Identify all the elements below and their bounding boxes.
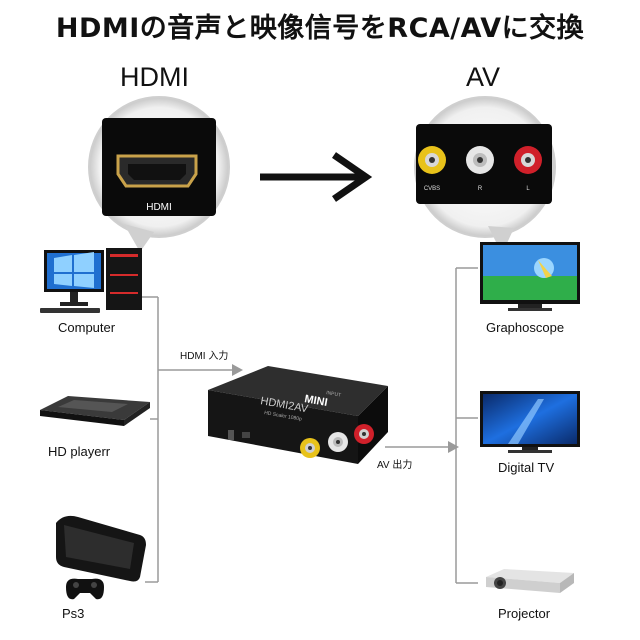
hdmi-header: HDMI [120, 62, 189, 92]
source-label-ps3: Ps3 [62, 606, 85, 621]
output-label: AV 出力 [377, 460, 413, 471]
device-port-text: INPUT [326, 390, 342, 399]
digital-tv-icon [480, 391, 580, 453]
source-label-computer: Computer [58, 320, 116, 335]
source-label-hd-player: HD playerr [48, 444, 111, 459]
rca-yellow-icon [418, 146, 446, 174]
output-label-graphoscope: Graphoscope [486, 320, 565, 335]
right-arrow-icon [260, 152, 373, 202]
hdmi-port-bubble: HDMI [88, 96, 230, 252]
hd-player-icon [40, 396, 150, 426]
rca-white-icon [466, 146, 494, 174]
rca-label-l: L [526, 186, 530, 192]
device-rca-white [328, 432, 348, 452]
hdmi-port-icon [116, 154, 198, 188]
computer-icon [40, 248, 142, 313]
rca-label-cvbs: CVBS [424, 186, 440, 192]
rca-red-icon [514, 146, 542, 174]
ps3-controller-icon [66, 578, 104, 600]
input-label: HDMI 入力 [180, 351, 229, 362]
projector-icon [486, 569, 574, 593]
page-title: HDMIの音声と映像信号をRCA/AVに交換 [55, 13, 585, 44]
av-port-bubble: CVBS R L [414, 96, 556, 254]
hdmi2av-converter: MINI HDMI2AV HD Scaler 1080p INPUT [208, 366, 388, 464]
hdmi-port-label: HDMI [146, 202, 172, 213]
ps3-console-icon [56, 515, 146, 600]
output-label-projector: Projector [498, 606, 551, 621]
rca-label-r: R [478, 186, 483, 192]
device-brand: MINI [303, 393, 328, 409]
av-header: AV [466, 62, 501, 92]
output-label-digital-tv: Digital TV [498, 460, 555, 475]
graphoscope-monitor-icon [480, 242, 580, 311]
device-rca-yellow [300, 438, 320, 458]
device-rca-red [354, 424, 374, 444]
